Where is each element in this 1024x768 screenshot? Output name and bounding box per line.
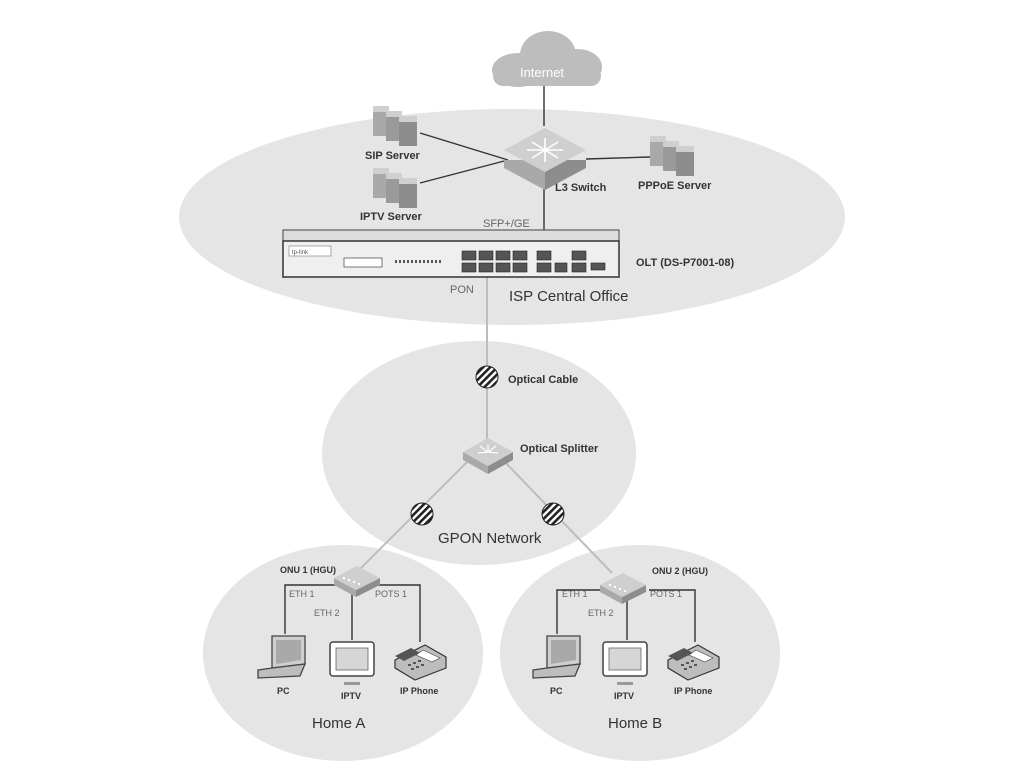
home-b-eth1-label: ETH 1 [562, 589, 588, 599]
olt-label: OLT (DS-P7001-08) [636, 257, 735, 269]
optical-cable-icon [475, 365, 499, 389]
internet-label: Internet [520, 65, 564, 80]
optical-cable-label: Optical Cable [508, 374, 578, 386]
home-b-pc-icon [532, 635, 582, 679]
l3-switch-label: L3 Switch [555, 182, 607, 194]
onu-1-label: ONU 1 (HGU) [280, 565, 336, 575]
home-a-ip-phone-icon [394, 644, 447, 681]
home-b-ip-phone-label: IP Phone [674, 686, 712, 696]
internet-cloud-icon [492, 31, 602, 87]
home-b-iptv-label: IPTV [614, 691, 634, 701]
pppoe-server-label: PPPoE Server [638, 180, 712, 192]
home-a-pc-icon [257, 635, 307, 679]
onu-2-label: ONU 2 (HGU) [652, 566, 708, 576]
home-a-iptv-label: IPTV [341, 691, 361, 701]
home-b-iptv-icon [602, 641, 648, 685]
home-b-eth2-label: ETH 2 [588, 608, 614, 618]
iptv-server-icon [373, 168, 417, 208]
home-b-label: Home B [608, 715, 662, 732]
sip-server-icon [373, 106, 417, 146]
home-a-links [284, 584, 421, 642]
optical-splitter-icon [463, 438, 513, 474]
onu-1-icon [334, 566, 380, 597]
sip-server-label: SIP Server [365, 150, 421, 162]
gpon-network-label: GPON Network [438, 530, 542, 547]
home-a-iptv-icon [329, 641, 375, 685]
pon-port-label: PON [450, 284, 474, 296]
home-b-links [556, 589, 696, 642]
onu-2-icon [600, 573, 646, 604]
home-a-pc-label: PC [277, 686, 290, 696]
home-b-ip-phone-icon [667, 644, 720, 681]
home-a-label: Home A [312, 715, 365, 732]
olt-device-icon [282, 229, 620, 278]
home-b-pc-label: PC [550, 686, 563, 696]
home-a-ip-phone-label: IP Phone [400, 686, 438, 696]
optical-cable-icon-right [541, 502, 565, 526]
optical-splitter-label: Optical Splitter [520, 443, 599, 455]
home-a-eth1-label: ETH 1 [289, 589, 315, 599]
home-a-pots1-label: POTS 1 [375, 589, 407, 599]
iptv-server-label: IPTV Server [360, 211, 422, 223]
home-a-eth2-label: ETH 2 [314, 608, 340, 618]
olt-brand-logo: tp-link [292, 250, 309, 256]
isp-central-office-label: ISP Central Office [509, 288, 629, 305]
optical-cable-icon-left [410, 502, 434, 526]
l3-switch-icon [504, 128, 586, 190]
home-b-pots1-label: POTS 1 [650, 589, 682, 599]
pppoe-server-icon [650, 136, 694, 176]
uplink-port-label: SFP+/GE [483, 218, 530, 230]
